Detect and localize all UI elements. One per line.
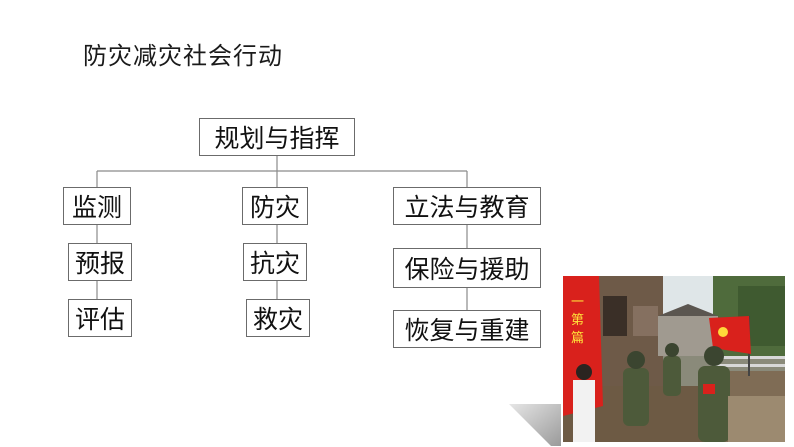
corner-decoration: [509, 404, 561, 446]
node-label: 评估: [74, 305, 125, 334]
node-label: 立法与教育: [404, 193, 530, 222]
node-legislation-education: 立法与教育: [393, 187, 541, 225]
slide-title: 防灾减灾社会行动: [83, 42, 283, 70]
node-label: 保险与援助: [404, 255, 530, 284]
root-node-label: 规划与指挥: [214, 124, 340, 153]
node-label: 防灾: [249, 193, 300, 222]
node-label: 预报: [74, 249, 125, 278]
node-monitoring: 监测: [63, 187, 131, 225]
node-recovery-reconstruction: 恢复与重建: [393, 310, 541, 348]
node-label: 救灾: [252, 305, 303, 334]
node-resistance: 抗灾: [243, 243, 307, 281]
node-forecast: 预报: [68, 243, 132, 281]
node-prevention: 防灾: [242, 187, 308, 225]
node-relief: 救灾: [246, 299, 310, 337]
banner-text: 一 第 篇: [571, 295, 588, 346]
root-node-planning-command: 规划与指挥: [199, 118, 355, 156]
node-label: 恢复与重建: [404, 316, 530, 345]
node-assessment: 评估: [68, 299, 132, 337]
node-label: 抗灾: [249, 249, 300, 278]
photo-illustration: 一 第 篇: [563, 276, 785, 442]
node-insurance-aid: 保险与援助: [393, 248, 541, 288]
rescue-scene-photo: 一 第 篇: [563, 276, 785, 442]
node-label: 监测: [71, 193, 122, 222]
